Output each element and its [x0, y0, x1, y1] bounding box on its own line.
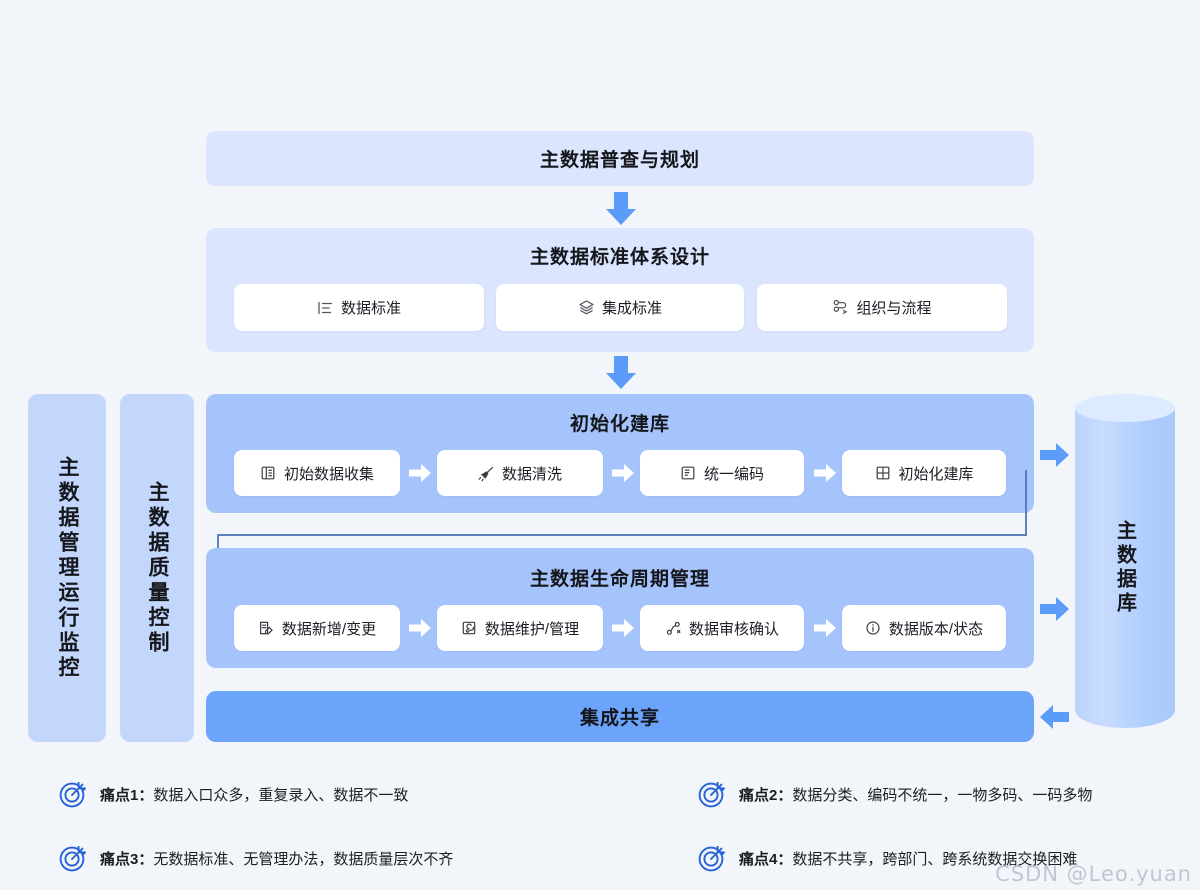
list-bars-icon [317, 299, 334, 316]
side-bar-label: 主数据管理运行监控 [56, 455, 80, 681]
card-org-process[interactable]: 组织与流程 [757, 284, 1007, 331]
card-label: 初始数据收集 [283, 465, 374, 483]
cylinder-body [1075, 408, 1175, 728]
card-data-standard[interactable]: 数据标准 [234, 284, 484, 331]
pain-point-prefix: 痛点2： [739, 786, 793, 804]
pain-point-prefix: 痛点4： [739, 850, 793, 868]
route-check-icon [665, 620, 682, 637]
card-data-version-status[interactable]: 数据版本/状态 [842, 605, 1006, 651]
card-label: 数据维护/管理 [484, 620, 580, 638]
pain-point-3: 痛点3：无数据标准、无管理办法，数据质量层次不齐 [58, 843, 453, 873]
info-circle-icon [865, 620, 882, 637]
right-arrow-to-db-icon [1040, 443, 1069, 467]
card-label: 初始化建库 [898, 465, 974, 483]
card-label: 组织与流程 [856, 300, 932, 317]
card-label: 数据标准 [340, 300, 401, 317]
stage-init-title: 初始化建库 [569, 414, 670, 435]
card-data-maintenance[interactable]: 数据维护/管理 [437, 605, 603, 651]
right-arrow-icon [612, 619, 634, 637]
down-arrow-icon [606, 356, 636, 389]
right-arrow-icon [612, 464, 634, 482]
card-label: 集成标准 [601, 300, 662, 317]
card-data-cleaning[interactable]: 数据清洗 [437, 450, 603, 496]
target-icon [59, 845, 86, 872]
pain-point-1: 痛点1：数据入口众多，重复录入、数据不一致 [58, 779, 408, 809]
stage-survey-band: 主数据普查与规划 [206, 131, 1034, 186]
edit-doc-icon [258, 620, 275, 637]
database-label: 主数据库 [1113, 520, 1136, 616]
card-label: 数据新增/变更 [281, 620, 377, 638]
side-bar-operation-monitoring: 主数据管理运行监控 [28, 394, 106, 742]
card-init-database[interactable]: 初始化建库 [842, 450, 1006, 496]
pain-point-prefix: 痛点1： [100, 786, 154, 804]
right-arrow-icon [814, 619, 836, 637]
card-label: 统一编码 [703, 465, 764, 483]
right-arrow-icon [814, 464, 836, 482]
broom-icon [478, 465, 495, 482]
stage-share-title: 集成共享 [579, 708, 660, 729]
wrench-box-icon [461, 620, 478, 637]
cylinder-top-ellipse [1075, 394, 1175, 422]
left-arrow-from-db-icon [1040, 705, 1069, 729]
pain-point-text: 数据不共享，跨部门、跨系统数据交换困难 [792, 850, 1078, 868]
code-box-icon [680, 465, 697, 482]
side-bar-label: 主数据质量控制 [146, 480, 170, 656]
card-unified-coding[interactable]: 统一编码 [640, 450, 804, 496]
pain-point-prefix: 痛点3： [100, 850, 154, 868]
master-database-cylinder: 主数据库 [1075, 394, 1175, 742]
stage-standard-title: 主数据标准体系设计 [529, 247, 710, 268]
right-arrow-icon [409, 619, 431, 637]
watermark: CSDN @Leo.yuan [995, 862, 1192, 886]
cylinder-label-wrap: 主数据库 [1075, 394, 1175, 742]
share-nodes-icon [832, 299, 849, 316]
card-data-review-confirm[interactable]: 数据审核确认 [640, 605, 804, 651]
target-icon [59, 781, 86, 808]
stage-share-band: 集成共享 [206, 691, 1034, 742]
card-label: 数据审核确认 [688, 620, 779, 638]
target-icon [698, 845, 725, 872]
card-data-add-change[interactable]: 数据新增/变更 [234, 605, 400, 651]
side-bar-quality-control: 主数据质量控制 [120, 394, 194, 742]
card-label: 数据清洗 [501, 465, 562, 483]
down-arrow-icon [606, 192, 636, 225]
stage-survey-title: 主数据普查与规划 [539, 150, 700, 171]
layers-icon [578, 299, 595, 316]
right-arrow-to-db-icon [1040, 597, 1069, 621]
pain-point-text: 数据分类、编码不统一，一物多码、一码多物 [792, 786, 1093, 804]
pain-point-text: 数据入口众多，重复录入、数据不一致 [153, 786, 409, 804]
target-icon [698, 781, 725, 808]
grid-table-icon [874, 465, 891, 482]
card-label: 数据版本/状态 [888, 620, 984, 638]
book-list-icon [260, 465, 277, 482]
right-arrow-icon [409, 464, 431, 482]
pain-point-2: 痛点2：数据分类、编码不统一，一物多码、一码多物 [697, 779, 1092, 809]
pain-point-4: 痛点4：数据不共享，跨部门、跨系统数据交换困难 [697, 843, 1077, 873]
pain-point-text: 无数据标准、无管理办法，数据质量层次不齐 [153, 850, 454, 868]
card-integration-standard[interactable]: 集成标准 [496, 284, 744, 331]
stage-lifecycle-title: 主数据生命周期管理 [529, 569, 710, 590]
card-initial-data-collection[interactable]: 初始数据收集 [234, 450, 400, 496]
